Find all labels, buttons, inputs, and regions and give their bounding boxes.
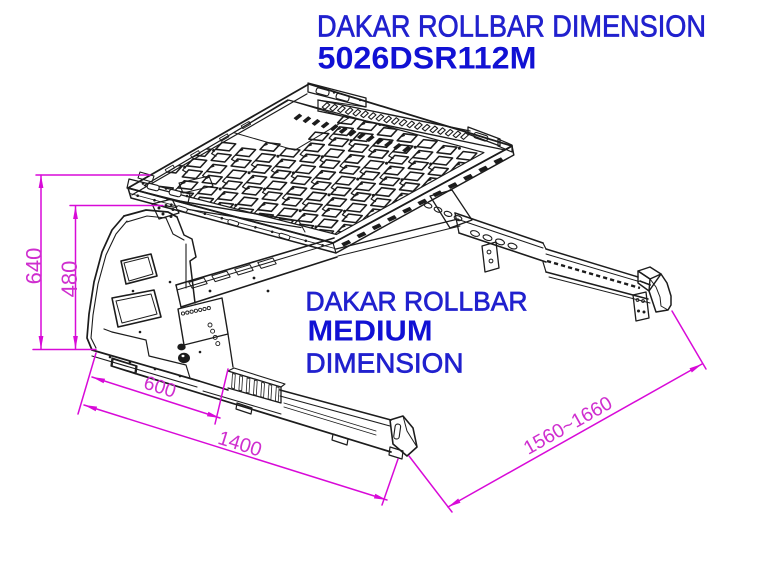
svg-text:DAKAR ROLLBAR: DAKAR ROLLBAR — [306, 287, 528, 317]
svg-text:DIMENSION: DIMENSION — [306, 348, 464, 379]
svg-text:480: 480 — [57, 261, 82, 298]
svg-text:5026DSR112M: 5026DSR112M — [318, 40, 537, 76]
svg-text:DAKAR ROLLBAR DIMENSION: DAKAR ROLLBAR DIMENSION — [317, 9, 706, 44]
svg-text:MEDIUM: MEDIUM — [308, 316, 433, 348]
svg-text:640: 640 — [22, 248, 47, 285]
